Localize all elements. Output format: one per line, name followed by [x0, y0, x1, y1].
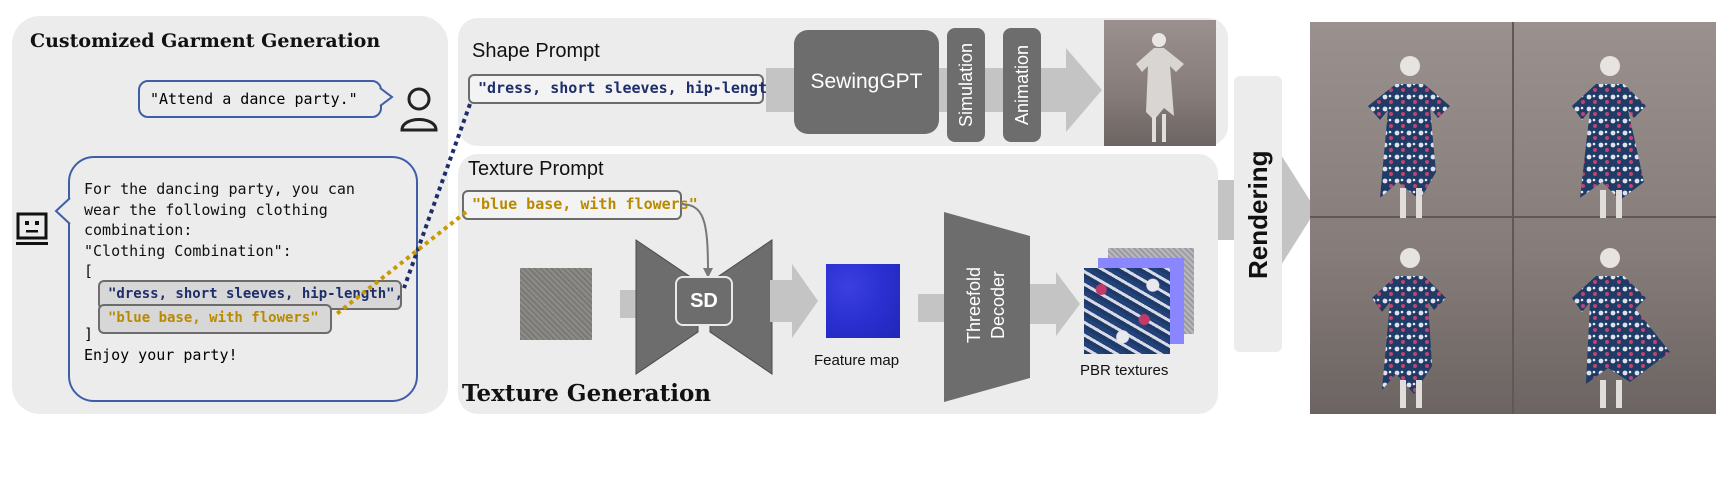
assistant-line: combination: [84, 221, 193, 239]
pbr-texture-layer-front [1084, 268, 1170, 354]
assistant-bubble-tail [54, 197, 71, 225]
texture-prompt-label: Texture Prompt [468, 158, 604, 180]
decoder-to-pbr-arrow [1030, 272, 1080, 336]
user-icon [400, 87, 438, 132]
shape-prompt-label: Shape Prompt [472, 40, 600, 62]
assistant-line: wear the following clothing [84, 200, 328, 219]
left-panel-title: Customized Garment Generation [30, 30, 381, 52]
user-message-text: "Attend a dance party." [150, 90, 358, 108]
shape-prompt-chip: "dress, short sleeves, hip-length" [468, 74, 785, 104]
figure-top-left [1368, 56, 1450, 218]
user-message-bubble: "Attend a dance party." [138, 80, 382, 118]
closing-line: Enjoy your party! [84, 346, 238, 364]
results-horizontal-divider [1310, 216, 1716, 218]
texture-prompt-chip: "blue base, with flowers" [462, 190, 698, 220]
garment-preview-image [1104, 20, 1216, 146]
simulation-box: Simulation [947, 28, 985, 142]
texture-item-chip: "blue base, with flowers" [98, 304, 332, 334]
assistant-line: "Clothing Combination": [84, 241, 292, 260]
sd-network [635, 239, 773, 375]
user-bubble-tail [379, 87, 394, 107]
sewinggpt-box: SewingGPT [794, 30, 939, 134]
feature-map-label: Feature map [814, 352, 900, 369]
results-vertical-divider [1512, 22, 1514, 414]
sewinggpt-label: SewingGPT [810, 70, 923, 93]
assistant-line: [ [84, 262, 94, 280]
close-bracket: ] [84, 325, 94, 343]
figure-bottom-right [1572, 248, 1670, 408]
texture-generation-title: Texture Generation [462, 380, 712, 407]
sd-block: SD [675, 276, 733, 326]
assistant-bubble [68, 156, 418, 402]
animation-box: Animation [1003, 28, 1041, 142]
sd-to-feature-arrow [770, 264, 818, 338]
figure-bottom-left [1372, 248, 1446, 408]
figure-top-right [1572, 56, 1646, 218]
rendering-label: Rendering [1243, 150, 1273, 280]
plain-dress-figure [1136, 33, 1184, 142]
noise-image [520, 268, 592, 340]
pbr-textures-label: PBR textures [1080, 362, 1169, 379]
rendered-dress-figures [1368, 56, 1670, 408]
rendering-box [1234, 76, 1282, 352]
feature-to-decoder-arrow [918, 294, 948, 322]
robot-icon [16, 212, 48, 245]
assistant-line: For the dancing party, you can [84, 180, 355, 198]
feature-map-image [826, 264, 900, 338]
assistant-message: For the dancing party, you can wear the … [84, 179, 355, 282]
prompt-to-sd-connector [679, 203, 713, 278]
threefold-decoder-shape [944, 212, 1030, 402]
sd-label: SD [690, 289, 718, 312]
